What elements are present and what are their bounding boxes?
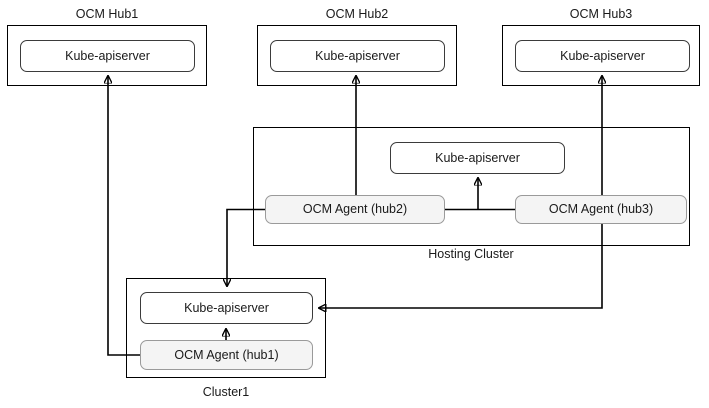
ocm-hub3-kube-apiserver[interactable]: Kube-apiserver xyxy=(515,40,690,72)
hosting-cluster-caption: Hosting Cluster xyxy=(428,247,514,261)
hosting-cluster-kube-apiserver[interactable]: Kube-apiserver xyxy=(390,142,565,174)
ocm-hub1-caption: OCM Hub1 xyxy=(75,7,139,21)
ocm-hub2-kube-apiserver[interactable]: Kube-apiserver xyxy=(270,40,445,72)
ocm-hub3-caption: OCM Hub3 xyxy=(569,7,633,21)
hosting-cluster-ocm-agent-hub3[interactable]: OCM Agent (hub3) xyxy=(515,195,687,224)
ocm-hub2-container xyxy=(257,25,457,86)
cluster1-ocm-agent-hub1[interactable]: OCM Agent (hub1) xyxy=(140,340,313,370)
ocm-hub2-caption: OCM Hub2 xyxy=(325,7,389,21)
ocm-hub1-kube-apiserver[interactable]: Kube-apiserver xyxy=(20,40,195,72)
hosting-cluster-ocm-agent-hub2[interactable]: OCM Agent (hub2) xyxy=(265,195,445,224)
ocm-hub1-container xyxy=(7,25,207,86)
ocm-hub3-container xyxy=(502,25,700,86)
cluster1-caption: Cluster1 xyxy=(202,385,250,399)
cluster1-kube-apiserver[interactable]: Kube-apiserver xyxy=(140,292,313,324)
